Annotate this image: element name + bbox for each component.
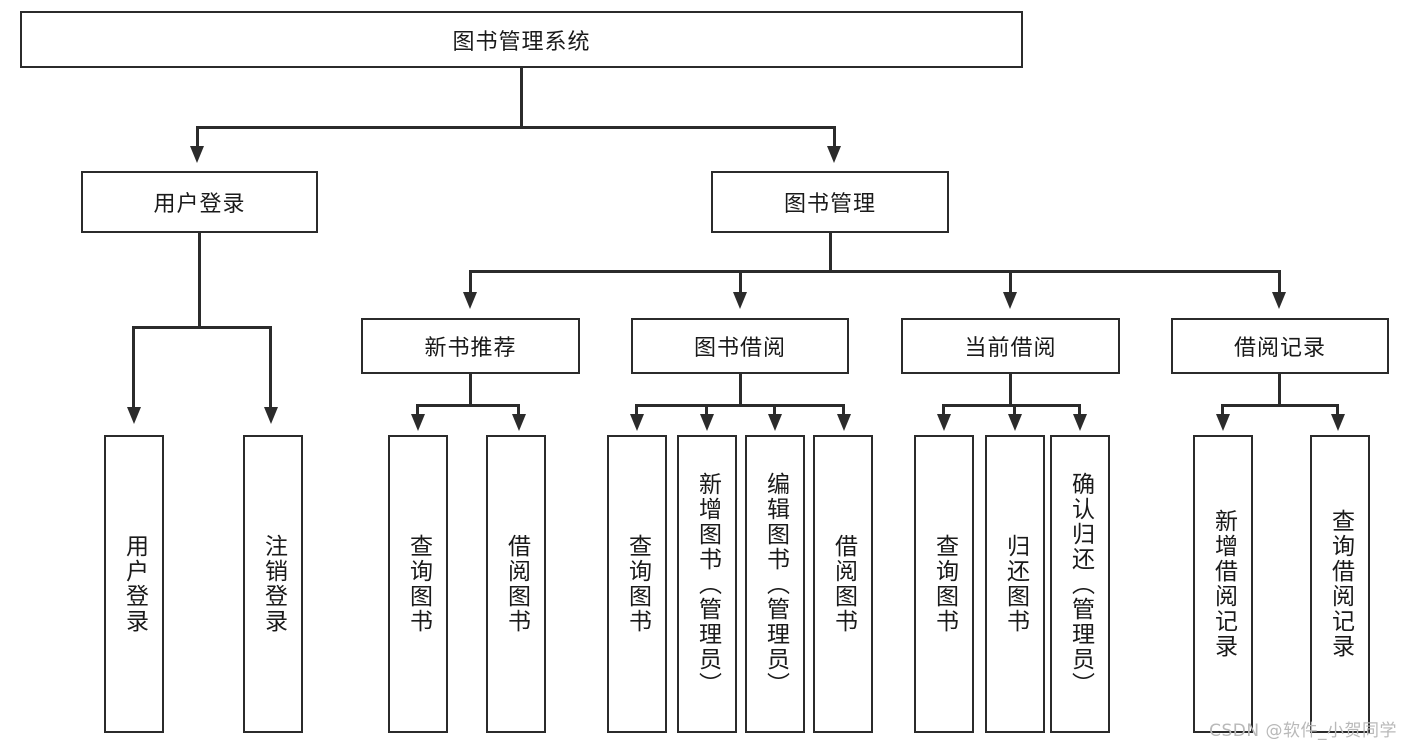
arrow-to-leaf-query-book-current	[937, 414, 951, 431]
node-label: 用户登录	[121, 534, 148, 634]
node-leaf-edit-book-admin[interactable]: 编辑图书（管理员）	[745, 435, 805, 733]
watermark-text: CSDN @软件_小贺同学	[1209, 721, 1397, 741]
arrow-to-current-borrow	[1003, 292, 1017, 309]
arrow-to-leaf-return-book	[1008, 414, 1022, 431]
node-leaf-query-book-borrow[interactable]: 查询图书	[607, 435, 667, 733]
node-leaf-return-book[interactable]: 归还图书	[985, 435, 1045, 733]
arrow-to-leaf-query-book-recommend	[411, 414, 425, 431]
edge-nbr-bus	[416, 404, 520, 407]
node-book-management-system[interactable]: 图书管理系统	[20, 11, 1023, 68]
node-leaf-confirm-return-admin[interactable]: 确认归还（管理员）	[1050, 435, 1110, 733]
node-label: 用户登录	[153, 192, 246, 217]
node-label: 新增图书（管理员）	[694, 471, 721, 697]
node-label: 查询图书	[931, 534, 958, 634]
arrow-to-leaf-user-login	[127, 407, 141, 424]
node-label: 图书管理	[783, 192, 876, 217]
edge-br-stem	[1278, 374, 1281, 406]
edge-user-login-stem	[198, 233, 201, 328]
arrow-to-user-login	[190, 146, 204, 163]
edge-bb-to-leaf-1	[635, 404, 638, 416]
node-leaf-borrow-book[interactable]: 借阅图书	[813, 435, 873, 733]
edge-book-management-bus	[469, 270, 1281, 273]
arrow-to-leaf-edit-book-admin	[768, 414, 782, 431]
edge-root-bus	[196, 126, 836, 129]
edge-user-login-to-leaf-1	[132, 326, 135, 409]
node-leaf-user-login[interactable]: 用户登录	[104, 435, 164, 733]
node-new-book-recommend[interactable]: 新书推荐	[361, 318, 580, 374]
arrow-to-book-borrow	[733, 292, 747, 309]
node-leaf-logout[interactable]: 注销登录	[243, 435, 303, 733]
edge-cb-to-leaf-1	[942, 404, 945, 416]
arrow-to-new-book-recommend	[463, 292, 477, 309]
node-label: 编辑图书（管理员）	[762, 471, 789, 697]
edge-book-management-stem	[829, 233, 832, 273]
node-leaf-borrow-book-recommend[interactable]: 借阅图书	[486, 435, 546, 733]
edge-nbr-stem	[469, 374, 472, 406]
arrow-to-leaf-borrow-book	[837, 414, 851, 431]
edge-cb-stem	[1009, 374, 1012, 406]
edge-user-login-to-leaf-2	[269, 326, 272, 409]
edge-bm-to-borrow-records	[1278, 270, 1281, 294]
edge-cb-to-leaf-2	[1013, 404, 1016, 416]
node-leaf-query-book-current[interactable]: 查询图书	[914, 435, 974, 733]
node-label: 新书推荐	[424, 336, 517, 361]
node-current-borrow[interactable]: 当前借阅	[901, 318, 1120, 374]
edge-cb-to-leaf-3	[1078, 404, 1081, 416]
node-label: 确认归还（管理员）	[1067, 471, 1094, 697]
edge-root-to-book-management	[833, 126, 836, 148]
edge-nbr-to-leaf-1	[416, 404, 419, 416]
edge-bb-stem	[739, 374, 742, 406]
node-leaf-add-borrow-record[interactable]: 新增借阅记录	[1193, 435, 1253, 733]
edge-nbr-to-leaf-2	[517, 404, 520, 416]
node-label: 图书借阅	[693, 336, 786, 361]
node-label: 图书管理系统	[452, 29, 591, 55]
edge-user-login-bus	[132, 326, 269, 329]
node-book-borrow[interactable]: 图书借阅	[631, 318, 849, 374]
edge-root-stem	[520, 68, 523, 128]
node-label: 借阅图书	[503, 534, 530, 634]
arrow-to-leaf-add-borrow-record	[1216, 414, 1230, 431]
arrow-to-leaf-confirm-return-admin	[1073, 414, 1087, 431]
node-leaf-query-book-recommend[interactable]: 查询图书	[388, 435, 448, 733]
edge-bm-to-new-book-recommend	[469, 270, 472, 294]
edge-bb-bus	[635, 404, 845, 407]
node-label: 注销登录	[260, 534, 287, 634]
edge-bb-to-leaf-4	[842, 404, 845, 416]
edge-bb-to-leaf-3	[773, 404, 776, 416]
edge-bm-to-book-borrow	[739, 270, 742, 294]
arrow-to-borrow-records	[1272, 292, 1286, 309]
arrow-to-book-management	[827, 146, 841, 163]
node-label: 查询借阅记录	[1327, 509, 1354, 659]
edge-br-bus	[1221, 404, 1339, 407]
arrow-to-leaf-query-borrow-record	[1331, 414, 1345, 431]
node-label: 借阅图书	[830, 534, 857, 634]
arrow-to-leaf-query-book-borrow	[630, 414, 644, 431]
edge-br-to-leaf-1	[1221, 404, 1224, 416]
edge-cb-bus	[942, 404, 1081, 407]
node-user-login[interactable]: 用户登录	[81, 171, 318, 233]
node-label: 新增借阅记录	[1210, 509, 1237, 659]
node-leaf-query-borrow-record[interactable]: 查询借阅记录	[1310, 435, 1370, 733]
edge-br-to-leaf-2	[1336, 404, 1339, 416]
node-leaf-add-book-admin[interactable]: 新增图书（管理员）	[677, 435, 737, 733]
node-label: 查询图书	[405, 534, 432, 634]
node-borrow-records[interactable]: 借阅记录	[1171, 318, 1389, 374]
node-label: 归还图书	[1002, 534, 1029, 634]
node-label: 当前借阅	[964, 336, 1057, 361]
node-label: 借阅记录	[1233, 336, 1326, 361]
arrow-to-leaf-add-book-admin	[700, 414, 714, 431]
edge-root-to-user-login	[196, 126, 199, 148]
arrow-to-leaf-borrow-book-recommend	[512, 414, 526, 431]
arrow-to-leaf-logout	[264, 407, 278, 424]
node-book-management[interactable]: 图书管理	[711, 171, 949, 233]
node-label: 查询图书	[624, 534, 651, 634]
edge-bm-to-current-borrow	[1009, 270, 1012, 294]
edge-bb-to-leaf-2	[705, 404, 708, 416]
